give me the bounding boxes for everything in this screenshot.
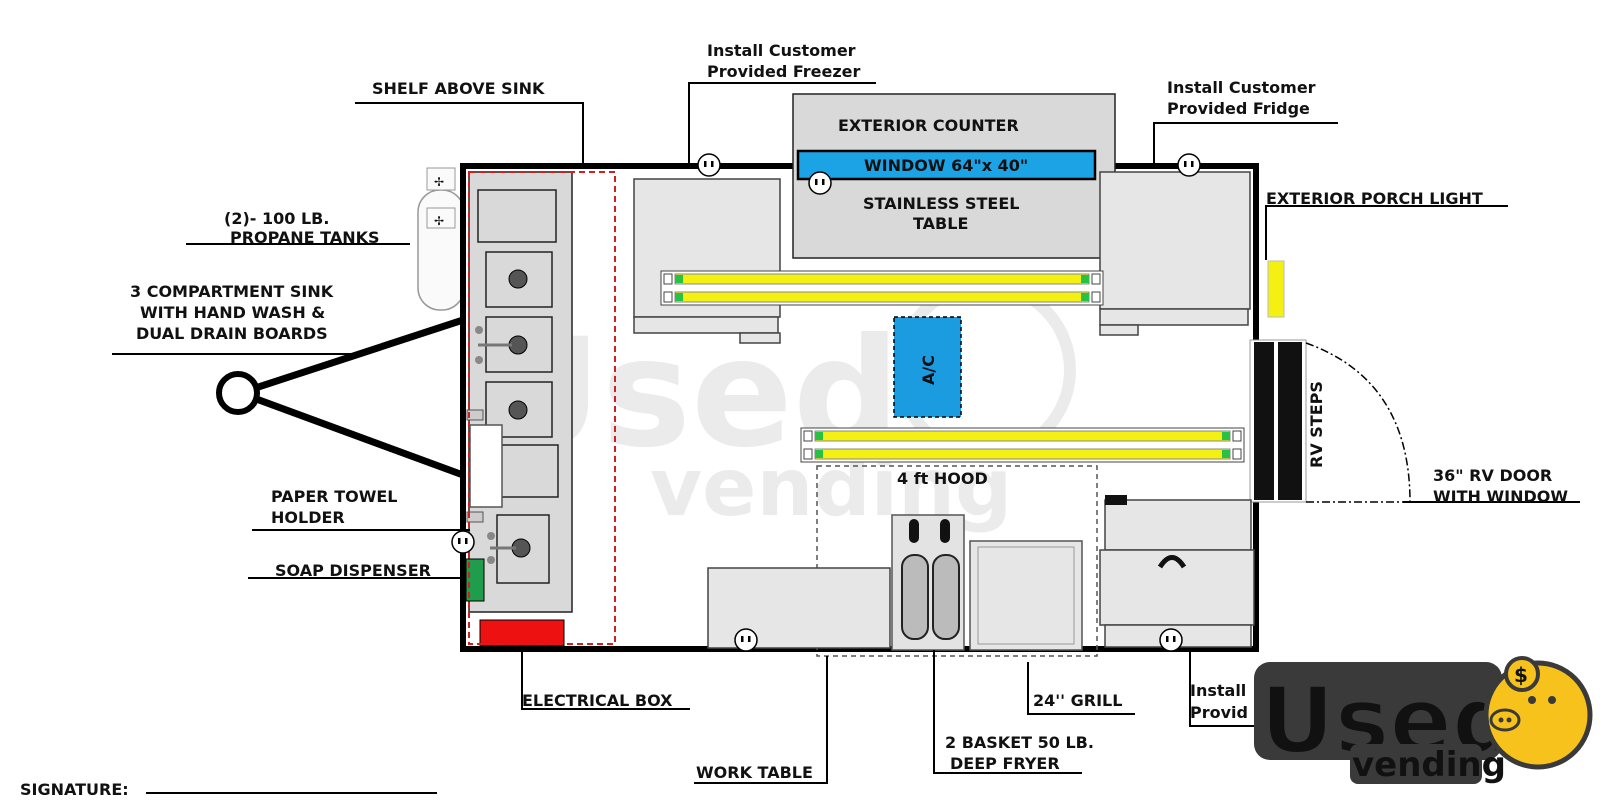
outlet-icon xyxy=(1159,628,1183,652)
dollar-sign: $ xyxy=(1514,663,1528,687)
hood-outline xyxy=(816,465,1098,657)
service-window-label: WINDOW 64"x 40" xyxy=(864,156,1028,175)
install-partial-label-2: Provid xyxy=(1190,703,1248,722)
signature-label: SIGNATURE: xyxy=(20,780,129,799)
deep-fryer xyxy=(891,514,965,651)
electrical-box-label: ELECTRICAL BOX xyxy=(522,691,673,710)
fridge-label-1: Install Customer xyxy=(1167,78,1316,97)
ac-unit xyxy=(893,316,962,418)
range-unit xyxy=(1099,495,1255,648)
fryer-label-1: 2 BASKET 50 LB. xyxy=(945,733,1094,752)
drain-icon xyxy=(508,269,528,289)
sink-counter xyxy=(468,171,573,613)
drain-board xyxy=(499,444,559,498)
grill xyxy=(969,540,1083,651)
outlet-icon xyxy=(808,171,832,195)
sink-label-2: WITH HAND WASH & xyxy=(140,303,325,322)
rv-door-label-1: 36" RV DOOR xyxy=(1433,466,1552,485)
outlet-icon xyxy=(1177,153,1201,177)
logo-word-vending: vending xyxy=(1352,745,1506,785)
propane-tanks: ✢ ✢ xyxy=(417,167,465,311)
fridge-label-2: Provided Fridge xyxy=(1167,99,1310,118)
valve-icon: ✢ xyxy=(434,175,444,189)
drain-icon xyxy=(508,400,528,420)
soap-dispenser xyxy=(465,558,485,602)
fridge xyxy=(1099,171,1251,336)
outlet-icon xyxy=(451,530,475,554)
shelf-above-sink-outline xyxy=(468,171,616,645)
freezer xyxy=(633,178,781,344)
porch-light-label: EXTERIOR PORCH LIGHT xyxy=(1266,189,1483,208)
outlet-icon xyxy=(697,153,721,177)
fryer-label-2: DEEP FRYER xyxy=(950,754,1060,773)
sink-label-1: 3 COMPARTMENT SINK xyxy=(130,282,334,301)
exterior-counter-label: EXTERIOR COUNTER xyxy=(838,116,1019,135)
steel-table-label-2: TABLE xyxy=(913,214,968,233)
valve-icon: ✢ xyxy=(434,214,444,228)
propane-label-2: PROPANE TANKS xyxy=(230,228,380,247)
paper-towel-holder xyxy=(469,424,503,508)
soap-dispenser-label: SOAP DISPENSER xyxy=(275,561,431,580)
outlet-icon xyxy=(734,628,758,652)
work-table-label: WORK TABLE xyxy=(696,763,813,782)
electrical-box xyxy=(479,619,565,647)
grill-label: 24'' GRILL xyxy=(1033,691,1122,710)
propane-label-1: (2)- 100 LB. xyxy=(224,209,329,228)
sink-label-3: DUAL DRAIN BOARDS xyxy=(136,324,328,343)
ac-label: A/C xyxy=(919,355,938,385)
rv-steps xyxy=(1249,339,1307,503)
freezer-label-2: Provided Freezer xyxy=(707,62,861,81)
logo-word-used: Used xyxy=(1260,667,1518,774)
hitch-coupler-icon xyxy=(216,371,260,415)
paper-towel-label-1: PAPER TOWEL xyxy=(271,487,397,506)
paper-towel-label-2: HOLDER xyxy=(271,508,345,527)
trailer-hitch xyxy=(216,316,465,479)
porch-light xyxy=(1267,260,1285,318)
steel-table-label-1: STAINLESS STEEL xyxy=(863,194,1019,213)
shelf-above-sink-label: SHELF ABOVE SINK xyxy=(372,79,545,98)
light-fixture-lower xyxy=(800,427,1245,463)
door-swing-arc xyxy=(1305,342,1411,503)
dollar-coin-icon xyxy=(1504,656,1540,692)
rv-door-label-2: WITH WINDOW xyxy=(1433,487,1568,506)
light-fixture-upper xyxy=(660,270,1104,306)
pig-mascot-icon xyxy=(1483,660,1593,770)
shelf xyxy=(477,189,557,243)
freezer-label-1: Install Customer xyxy=(707,41,856,60)
service-window xyxy=(796,149,1097,181)
rv-steps-label: RV STEPS xyxy=(1307,381,1326,468)
used-vending-logo: Used vending $ xyxy=(1254,656,1593,785)
install-partial-label-1: Install xyxy=(1190,681,1246,700)
hood-label: 4 ft HOOD xyxy=(897,469,988,488)
handle-icon xyxy=(1157,555,1187,569)
